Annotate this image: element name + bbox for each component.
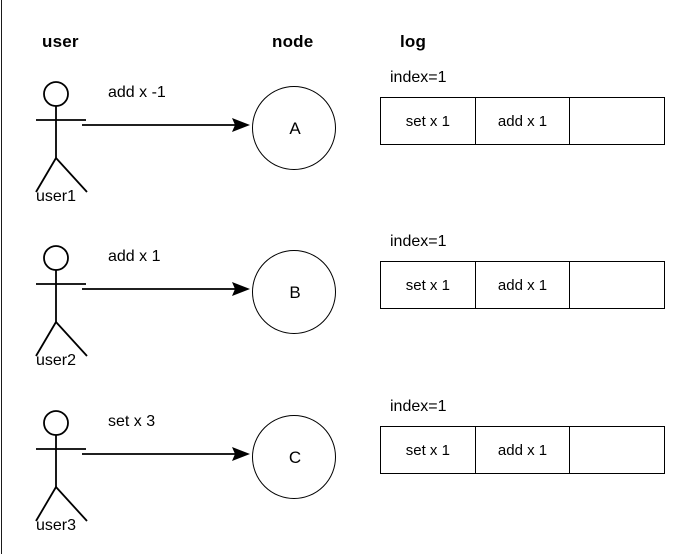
log-cell: add x 1: [476, 427, 571, 473]
message-arrow-icon: [82, 114, 254, 136]
log-index-label: index=1: [390, 398, 447, 415]
log-cell: add x 1: [476, 262, 571, 308]
log-index-label: index=1: [390, 233, 447, 250]
node-label: A: [289, 119, 301, 138]
node-label: B: [289, 283, 301, 302]
actor-stick-figure-icon: [30, 242, 94, 360]
actor-label: user1: [36, 188, 77, 205]
log-table: set x 1 add x 1: [380, 97, 665, 145]
column-header-node: node: [272, 32, 314, 51]
diagram-row: user2 add x 1 B index=1 set x 1 add x 1: [0, 233, 691, 401]
log-cell: [570, 98, 664, 144]
node-circle: C: [252, 415, 336, 499]
message-arrow-icon: [82, 443, 254, 465]
log-cell: [570, 262, 664, 308]
diagram-row: user1 add x -1 A index=1 set x 1 add x 1: [0, 69, 691, 237]
message-label: add x -1: [108, 84, 166, 101]
actor-label: user2: [36, 352, 77, 369]
actor-stick-figure-icon: [30, 407, 94, 525]
log-cell: add x 1: [476, 98, 571, 144]
message-label: add x 1: [108, 248, 161, 265]
column-header-user: user: [42, 32, 79, 51]
log-index-label: index=1: [390, 69, 447, 86]
node-circle: B: [252, 250, 336, 334]
log-table: set x 1 add x 1: [380, 426, 665, 474]
message-arrow-icon: [82, 278, 254, 300]
node-label: C: [288, 448, 302, 467]
log-cell: [570, 427, 664, 473]
left-edge-rule: [1, 0, 2, 554]
actor-label: user3: [36, 517, 77, 534]
diagram-row: user3 set x 3 C index=1 set x 1 add x 1: [0, 398, 691, 554]
log-cell: set x 1: [381, 427, 476, 473]
log-cell: set x 1: [381, 98, 476, 144]
column-header-log: log: [400, 32, 427, 51]
log-table: set x 1 add x 1: [380, 261, 665, 309]
message-label: set x 3: [108, 413, 156, 430]
log-cell: set x 1: [381, 262, 476, 308]
node-circle: A: [252, 86, 336, 170]
actor-stick-figure-icon: [30, 78, 94, 196]
